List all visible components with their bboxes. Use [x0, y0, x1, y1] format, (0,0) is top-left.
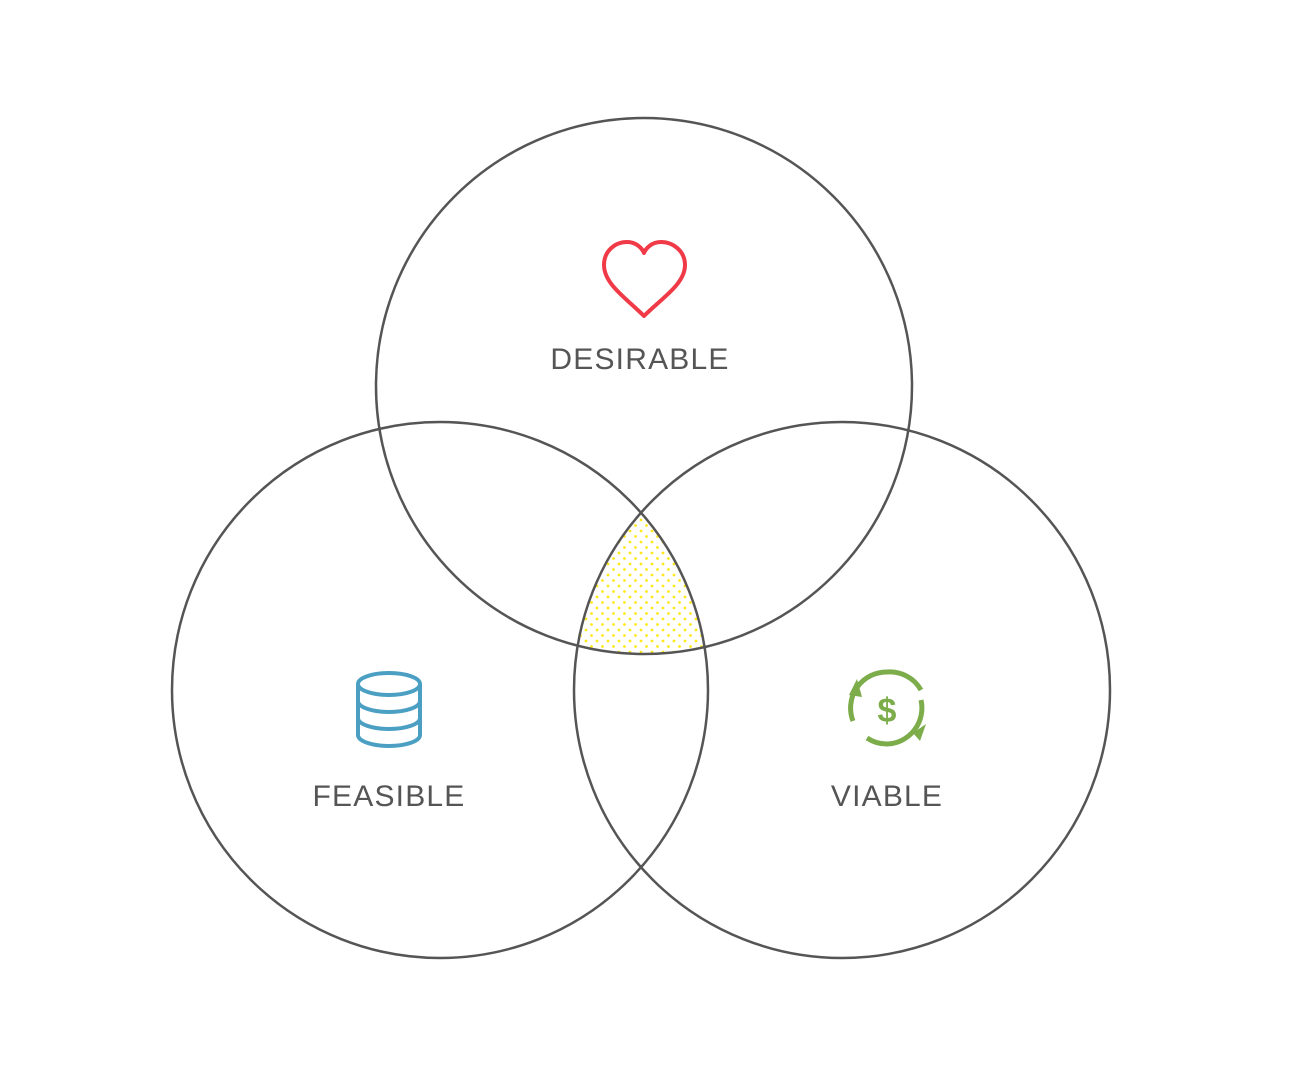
circle-desirable	[374, 116, 914, 656]
circle-viable	[572, 420, 1112, 960]
heart-icon	[602, 240, 687, 318]
circle-feasible	[170, 420, 710, 960]
dollar-sign: $	[878, 692, 897, 730]
dollar-cycle-icon: $	[848, 669, 926, 747]
label-viable: VIABLE	[831, 780, 943, 813]
database-icon	[356, 671, 422, 748]
center-overlap-highlight	[574, 422, 708, 654]
label-desirable: DESIRABLE	[550, 343, 729, 376]
label-feasible: FEASIBLE	[313, 780, 466, 813]
